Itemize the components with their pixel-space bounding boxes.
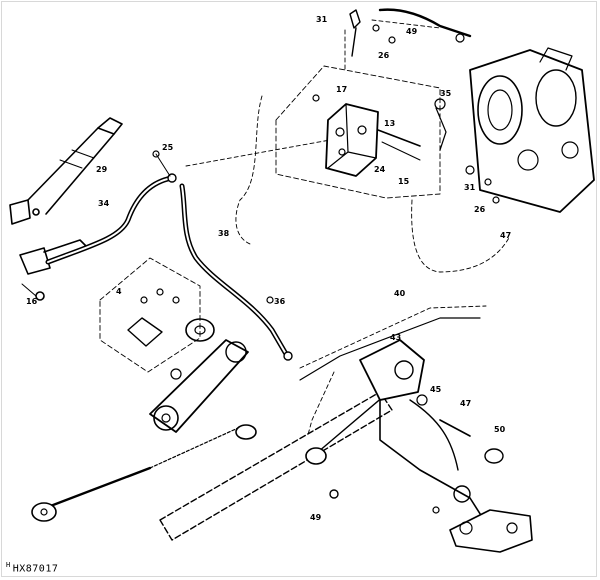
callout-c24: 49 [310, 513, 322, 522]
callout-c22: 47 [460, 399, 471, 408]
callout-c17: 16 [26, 297, 38, 306]
callout-c6: 13 [384, 119, 395, 128]
callout-c3: 26 [378, 51, 390, 60]
callout-c12: 38 [218, 229, 230, 238]
callout-c18: 4 [116, 287, 122, 296]
hydraulic-pump-housing [465, 47, 595, 213]
figure-reference-number: HX87017 [12, 563, 59, 575]
rockshaft [159, 317, 481, 541]
callout-c14: 47 [500, 231, 511, 240]
callout-c2: 49 [406, 27, 418, 36]
callout-c20: 43 [390, 333, 401, 342]
callout-c21: 45 [430, 385, 442, 394]
callout-c11: 34 [98, 199, 110, 208]
callout-c7: 24 [374, 165, 386, 174]
mounting-bracket [432, 506, 533, 553]
callout-c19: 40 [394, 289, 406, 298]
lift-arm-right [359, 339, 504, 521]
callout-c10: 29 [96, 165, 108, 174]
figure-reference-prefix: H [6, 561, 11, 569]
callout-labels: 31 49 26 35 17 13 24 15 25 29 34 38 36 4… [26, 15, 511, 522]
callout-c4: 35 [440, 89, 452, 98]
hydraulic-hose-center [179, 183, 293, 361]
dashed-leader-lines [185, 19, 511, 465]
callout-c9: 25 [162, 143, 174, 152]
callout-c5: 17 [336, 85, 347, 94]
callout-c13: 36 [274, 297, 286, 306]
pressure-tube-top [349, 8, 472, 57]
hydraulic-hose-left [45, 150, 177, 265]
callout-c8: 15 [398, 177, 410, 186]
callout-c15: 26 [474, 205, 486, 214]
lift-arm-link [149, 318, 249, 433]
hardware-kit-box [99, 257, 201, 373]
callout-c1: 31 [316, 15, 328, 24]
lower-link-turnbuckle [31, 427, 239, 522]
top-link-assembly [9, 117, 123, 301]
callout-c23: 50 [494, 425, 506, 434]
control-valve-box [275, 65, 447, 199]
callout-c16: 31 [464, 183, 476, 192]
